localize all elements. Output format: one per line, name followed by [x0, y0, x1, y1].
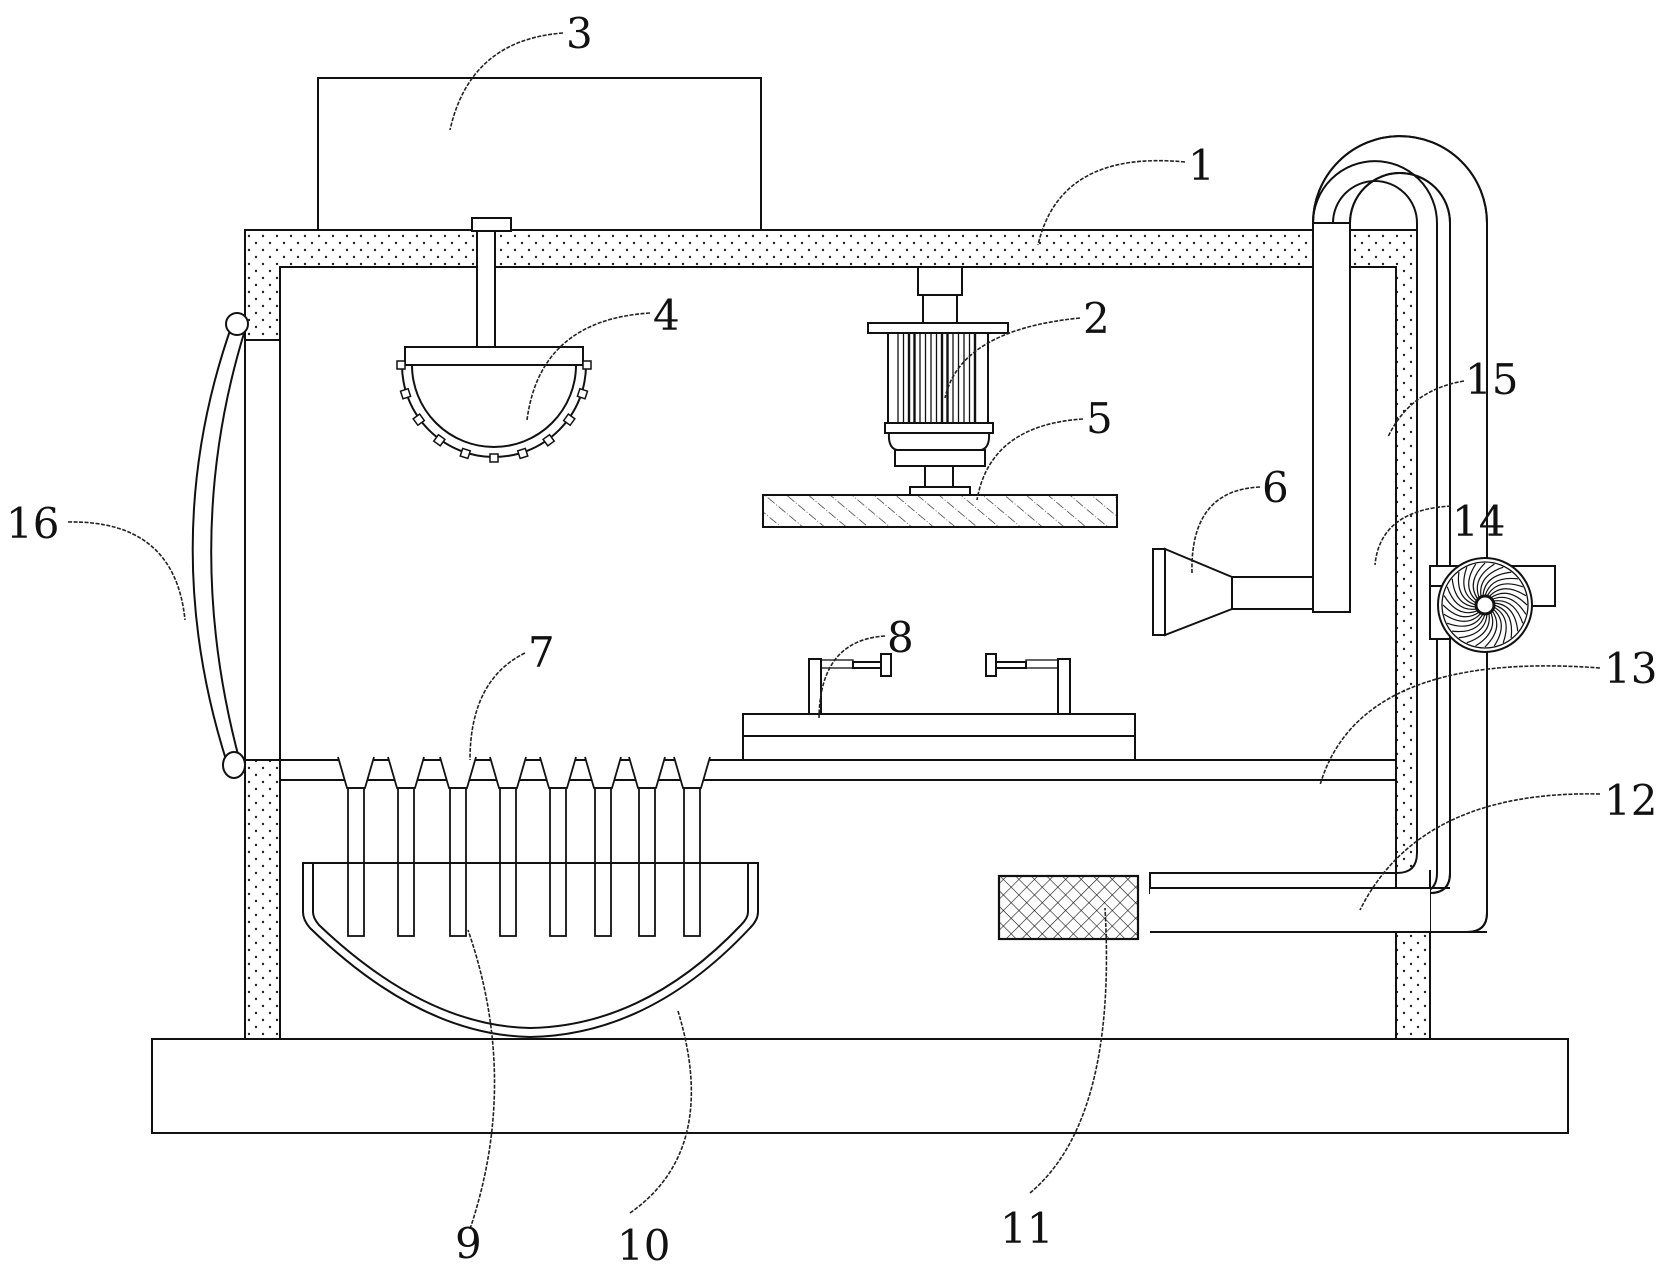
base-plate — [151, 1038, 1569, 1134]
filter — [997, 874, 1140, 941]
grinding-disc — [762, 494, 1118, 528]
fan-blade — [1458, 613, 1488, 639]
funnel-hole — [337, 756, 375, 789]
leader-lines — [67, 32, 1601, 1230]
label-13: 13 — [1604, 644, 1657, 693]
funnel-hole — [673, 756, 711, 789]
fan-blade — [1463, 566, 1477, 604]
label-3: 3 — [566, 9, 593, 58]
clamping-table — [742, 653, 1136, 761]
label-5: 5 — [1086, 394, 1113, 443]
spray-nozzle — [412, 413, 426, 427]
fan-blade — [1476, 563, 1495, 599]
motor-cooling-fins — [897, 333, 977, 423]
motor — [867, 266, 1009, 496]
fan-blade — [1475, 611, 1494, 647]
fan-blade — [1443, 612, 1482, 622]
fan-blade — [1491, 596, 1527, 615]
door — [191, 312, 249, 779]
fan — [1429, 557, 1556, 653]
spray-nozzle — [396, 360, 406, 370]
spray-nozzle — [562, 413, 576, 427]
label-12: 12 — [1604, 776, 1657, 825]
funnel-hole — [584, 756, 622, 789]
callout-labels: 3 1 2 4 5 6 8 7 15 14 13 12 16 9 10 11 — [6, 9, 1657, 1270]
fan-blade — [1492, 608, 1502, 647]
fan-blade — [1493, 602, 1519, 632]
spray-head — [396, 217, 592, 463]
label-2: 2 — [1083, 294, 1110, 343]
fan-blade — [1482, 571, 1512, 597]
fan-blades — [1442, 562, 1528, 648]
spray-nozzle — [459, 447, 472, 460]
fan-blade — [1486, 583, 1524, 597]
funnel-holes — [337, 756, 711, 937]
suction-pipe — [1150, 870, 1487, 933]
funnel-hole — [439, 756, 477, 789]
label-7: 7 — [528, 628, 555, 677]
spray-nozzle — [576, 387, 589, 400]
fan-blade — [1493, 606, 1507, 644]
funnel-hole — [387, 756, 425, 789]
spray-nozzle — [399, 387, 412, 400]
spray-nozzle — [542, 433, 556, 447]
fan-blade — [1466, 613, 1490, 644]
return-pipe-walls — [1312, 135, 1488, 933]
collecting-tray — [302, 862, 759, 1039]
fan-blade — [1452, 613, 1486, 633]
frame — [244, 229, 1431, 1040]
spray-nozzle — [516, 447, 529, 460]
fan-blade — [1468, 563, 1478, 602]
nozzle — [1152, 547, 1314, 637]
label-9: 9 — [455, 1219, 482, 1268]
fan-blade — [1484, 577, 1518, 597]
spray-nozzles — [396, 360, 592, 463]
fan-blade — [1493, 604, 1513, 638]
fan-blade — [1484, 610, 1498, 648]
label-14: 14 — [1452, 497, 1505, 546]
label-4: 4 — [653, 291, 680, 340]
label-15: 15 — [1465, 355, 1518, 404]
top-box — [317, 77, 762, 231]
label-16: 16 — [6, 499, 59, 548]
spray-nozzle — [582, 360, 592, 370]
fan-blade — [1443, 595, 1479, 614]
label-1: 1 — [1188, 141, 1215, 190]
label-6: 6 — [1262, 463, 1289, 512]
label-11: 11 — [1000, 1204, 1053, 1253]
fan-blade — [1490, 592, 1528, 606]
fan-blade — [1446, 613, 1484, 627]
label-8: 8 — [887, 613, 914, 662]
fan-blade — [1493, 600, 1524, 624]
fan-blade — [1488, 588, 1527, 598]
funnel-hole — [628, 756, 666, 789]
fan-blade — [1446, 586, 1477, 610]
spray-nozzle — [489, 453, 499, 463]
funnel-hole — [489, 756, 527, 789]
funnel-hole — [539, 756, 577, 789]
fan-blade — [1480, 566, 1504, 597]
label-10: 10 — [617, 1221, 670, 1270]
fan-blade — [1472, 562, 1486, 600]
fan-blade — [1451, 578, 1477, 608]
spray-nozzle — [432, 433, 446, 447]
fan-blade — [1457, 572, 1477, 606]
fan-blade — [1442, 604, 1480, 618]
